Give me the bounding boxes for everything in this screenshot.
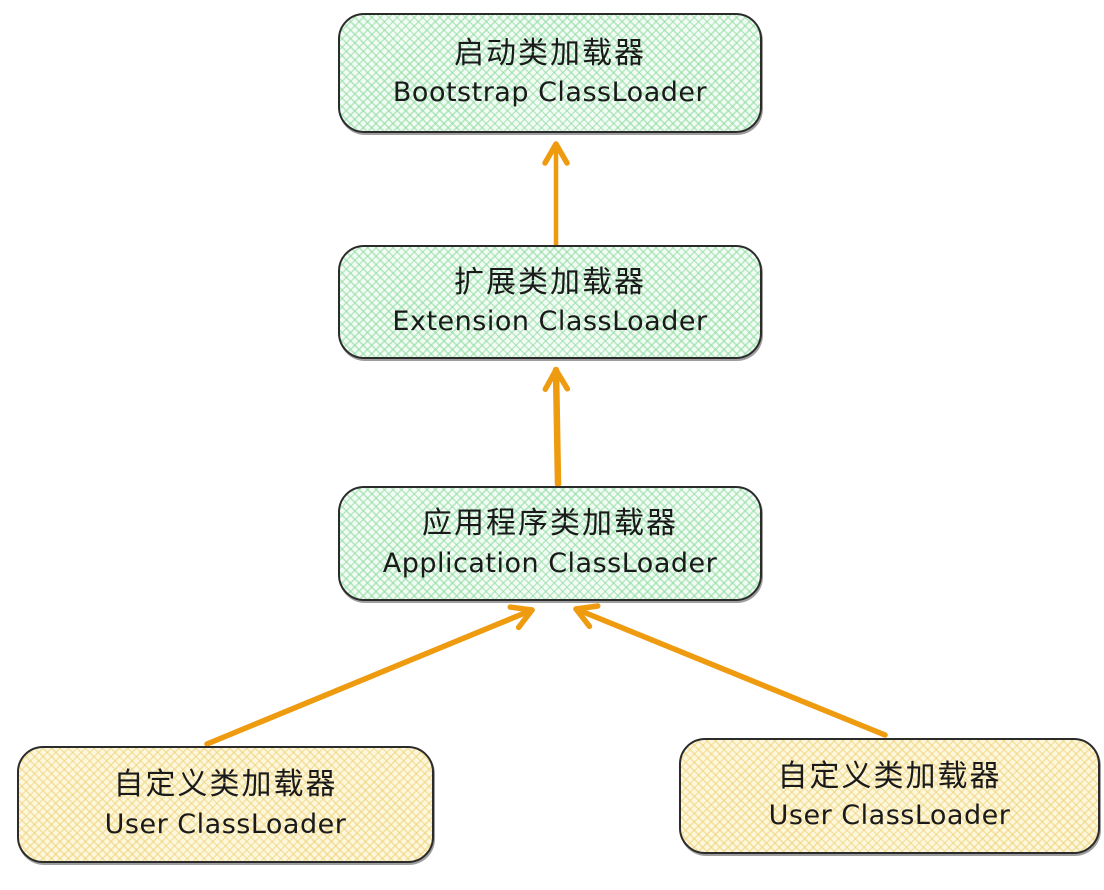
edge-user-right-to-application — [573, 603, 888, 738]
node-bootstrap-label-en: Bootstrap ClassLoader — [392, 77, 708, 109]
node-user-left-label-en: User ClassLoader — [104, 808, 347, 840]
node-extension-label-en: Extension ClassLoader — [392, 306, 708, 338]
node-application-classloader: 应用程序类加载器 Application ClassLoader — [338, 486, 762, 601]
node-user-right-label-en: User ClassLoader — [768, 800, 1011, 832]
node-bootstrap-classloader: 启动类加载器 Bootstrap ClassLoader — [338, 13, 762, 133]
node-application-label-zh: 应用程序类加载器 — [422, 506, 678, 542]
node-extension-classloader: 扩展类加载器 Extension ClassLoader — [338, 245, 762, 359]
node-user-left-label-zh: 自定义类加载器 — [113, 767, 338, 803]
edge-application-to-extension — [542, 366, 571, 488]
node-user-right-label-zh: 自定义类加载器 — [777, 758, 1002, 794]
node-application-label-en: Application ClassLoader — [382, 547, 718, 579]
node-bootstrap-label-zh: 启动类加载器 — [454, 35, 646, 71]
node-extension-label-zh: 扩展类加载器 — [454, 264, 646, 300]
edge-user-left-to-application — [204, 604, 535, 747]
node-user-classloader-left: 自定义类加载器 User ClassLoader — [17, 746, 434, 863]
node-user-classloader-right: 自定义类加载器 User ClassLoader — [679, 738, 1100, 854]
